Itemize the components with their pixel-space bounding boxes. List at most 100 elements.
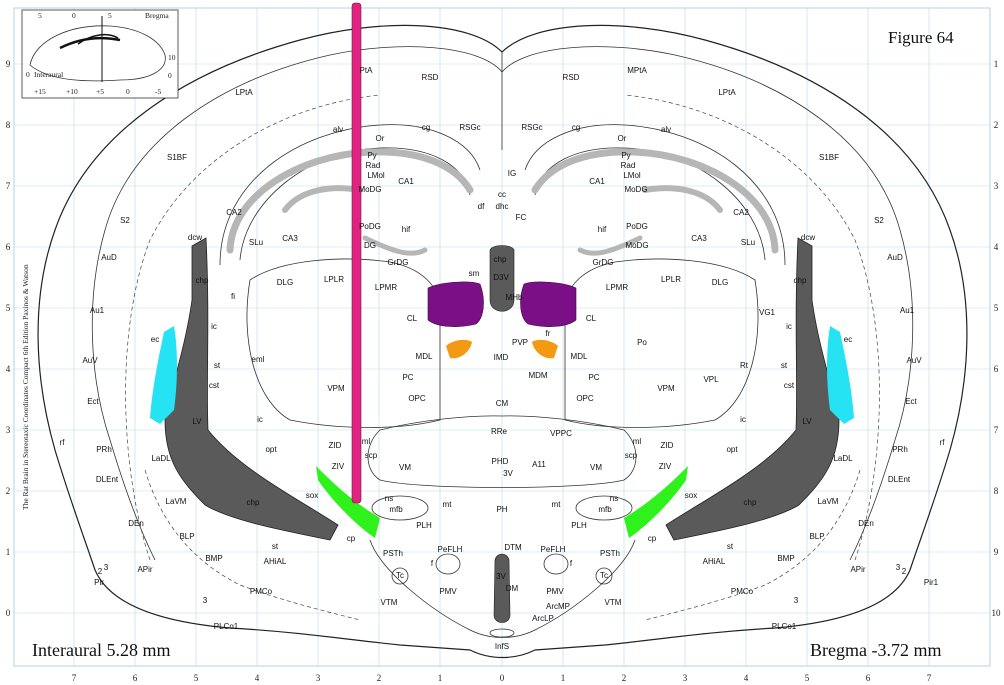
green-left <box>316 466 380 538</box>
label-MoDG-left: MoDG <box>358 185 381 194</box>
label-Ect-left: Ect <box>87 397 99 406</box>
label-DEn-right: DEn <box>858 519 874 528</box>
y-tick-left: 1 <box>6 547 11 557</box>
label-BMP-right: BMP <box>777 554 794 563</box>
label-fr: fr <box>546 329 551 338</box>
y-tick-right: 6 <box>994 364 999 374</box>
inset-tick-bottom-2: +10 <box>66 87 78 96</box>
label-CA2-right: CA2 <box>733 208 749 217</box>
label-CA2-left: CA2 <box>226 208 242 217</box>
y-tick-right: 7 <box>994 425 999 435</box>
label-cst-right: cst <box>784 381 795 390</box>
label-ZID-right: ZID <box>661 441 674 450</box>
label-PC-right: PC <box>588 373 599 382</box>
y-tick-right: 5 <box>994 303 999 313</box>
label-IMD: IMD <box>494 353 509 362</box>
label-ml-right: ml <box>633 437 642 446</box>
label-rf-right: rf <box>940 438 946 447</box>
label-InfS: InfS <box>495 642 509 651</box>
label-ZID-left: ZID <box>329 441 342 450</box>
label-DG-left: DG <box>364 241 376 250</box>
label-cst-left: cst <box>209 381 220 390</box>
label-RSD-left: RSD <box>422 73 439 82</box>
credit-line: The Rat Brain in Stereotaxic Coordinates… <box>21 264 30 510</box>
label-dhc: dhc <box>496 202 509 211</box>
label-VG1-right: VG1 <box>759 308 776 317</box>
x-tick: 2 <box>377 673 382 683</box>
y-tick-right: 10 <box>992 608 1002 618</box>
label-mt-left: mt <box>443 500 453 509</box>
label-CA3-right: CA3 <box>691 234 707 243</box>
label-OPC-left: OPC <box>408 394 426 403</box>
label-3-left: 3 <box>104 563 109 572</box>
label-PHD: PHD <box>492 457 509 466</box>
label-PH: PH <box>496 505 507 514</box>
label-sm: sm <box>469 269 480 278</box>
highlighted-regions <box>150 2 854 623</box>
label-MPtA: MPtA <box>627 66 647 75</box>
label-opt-left: opt <box>265 445 277 454</box>
label-ns-right: ns <box>610 494 618 503</box>
label-f-right: f <box>570 559 573 568</box>
label-cc: cc <box>498 190 506 199</box>
label-Au1-right: Au1 <box>900 306 915 315</box>
label-VPM-left: VPM <box>327 384 345 393</box>
orange-right <box>532 339 558 359</box>
label-DM: DM <box>506 584 519 593</box>
label-DEn-left: DEn <box>128 519 144 528</box>
label-MHb: MHb <box>506 293 523 302</box>
bregma-label: Bregma -3.72 mm <box>810 640 941 660</box>
label-3V-top: 3V <box>503 469 513 478</box>
label-LMol-left: LMol <box>367 171 385 180</box>
label-CA1-left: CA1 <box>398 177 414 186</box>
label-ArcLP: ArcLP <box>532 614 554 623</box>
label-LaDL-right: LaDL <box>833 454 853 463</box>
label-DLEnt-right: DLEnt <box>888 475 911 484</box>
y-tick-right: 8 <box>994 486 999 496</box>
label-LaDL-left: LaDL <box>151 454 171 463</box>
label-mfb-right: mfb <box>598 505 612 514</box>
label-Pir1-right: Pir1 <box>924 578 939 587</box>
label-VTM-left: VTM <box>381 598 398 607</box>
inset-tick-bottom-3: +5 <box>96 87 104 96</box>
label-Au1-left: Au1 <box>90 306 105 315</box>
label-Tc-right: Tc <box>600 571 608 580</box>
label-BMP-left: BMP <box>205 554 222 563</box>
label-CL-left: CL <box>407 314 418 323</box>
cyan-right <box>827 326 854 424</box>
label-Py-left: Py <box>367 151 376 160</box>
label-PMV-right: PMV <box>546 587 564 596</box>
label-CA1-right: CA1 <box>589 177 605 186</box>
inset-tick-bottom-5: -5 <box>155 87 161 96</box>
label-PoDG-left: PoDG <box>359 222 381 231</box>
label-st2-left: st <box>272 542 279 551</box>
interaural-label: Interaural 5.28 mm <box>32 640 170 660</box>
label-2-right: 2 <box>902 567 907 576</box>
inset-tick-top-2: 0 <box>72 11 76 20</box>
label-LPtA-left: LPtA <box>235 88 253 97</box>
label-chp-lower-right: chp <box>744 498 757 507</box>
label-LaVM-right: LaVM <box>818 497 839 506</box>
inset-sagittal-map: 5 0 5 Bregma 0 Interaural 10 0 +15 +10 +… <box>21 9 179 99</box>
x-tick: 7 <box>72 673 77 683</box>
label-CA3-left: CA3 <box>282 234 298 243</box>
label-RRe: RRe <box>491 427 508 436</box>
label-PMCo-left: PMCo <box>250 587 273 596</box>
label-dcw-left: dcw <box>188 233 202 242</box>
label-OPC-right: OPC <box>576 394 594 403</box>
y-tick-right: 4 <box>994 242 999 252</box>
inset-tick-bottom-4: 0 <box>126 87 130 96</box>
label-CL-right: CL <box>586 314 597 323</box>
label-GrDG-right: GrDG <box>593 258 614 267</box>
label-SLu-right: SLu <box>741 238 755 247</box>
label-PMV-left: PMV <box>439 587 457 596</box>
y-tick-left: 2 <box>6 486 11 496</box>
label-st2-right: st <box>727 542 734 551</box>
label-PRh-right: PRh <box>892 445 908 454</box>
label-PoDG-right: PoDG <box>626 222 648 231</box>
label-PeFLH-left: PeFLH <box>438 545 463 554</box>
label-dcw-right: dcw <box>801 233 815 242</box>
label-Rt-right: Rt <box>740 361 749 370</box>
inset-bregma-label: Bregma <box>145 11 169 20</box>
right-axis: 1 2 3 4 5 6 7 8 9 10 <box>992 59 1002 618</box>
